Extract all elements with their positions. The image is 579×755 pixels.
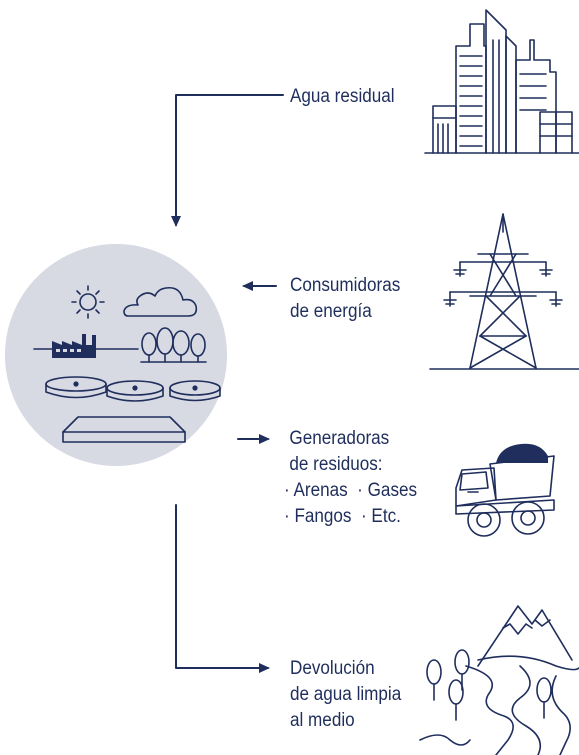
cloud-icon bbox=[123, 286, 198, 317]
settling-tank-icon bbox=[45, 376, 221, 402]
label-devolucion: Devolución de agua limpia al medio bbox=[290, 656, 401, 734]
consumidoras-line-2: de energía bbox=[290, 301, 372, 322]
label-generadoras: Generadoras de residuos: · Arenas · Gase… bbox=[284, 426, 417, 530]
devolucion-line-2: de agua limpia bbox=[290, 684, 402, 705]
plant-circle bbox=[5, 244, 227, 466]
label-agua-residual: Agua residual bbox=[290, 84, 395, 110]
treatment-basin-icon bbox=[62, 416, 186, 443]
dump-truck-icon bbox=[455, 443, 555, 537]
devolucion-line-1: Devolución bbox=[290, 658, 375, 679]
generadoras-line-3: · Arenas · Gases bbox=[284, 480, 418, 501]
arrow-clean-water-out bbox=[175, 504, 270, 673]
trees-icon bbox=[140, 327, 207, 363]
sun-icon bbox=[71, 285, 105, 319]
generadoras-line-2: de residuos: bbox=[289, 454, 383, 475]
arrow-wastewater-in bbox=[171, 94, 284, 227]
consumidoras-line-1: Consumidoras bbox=[290, 275, 401, 296]
factory-icon bbox=[33, 334, 139, 358]
generadoras-line-1: Generadoras bbox=[289, 428, 390, 449]
mountains-river-icon bbox=[419, 605, 579, 755]
power-tower-icon bbox=[429, 213, 579, 370]
agua-residual-text: Agua residual bbox=[290, 86, 395, 107]
devolucion-line-3: al medio bbox=[290, 710, 355, 731]
generadoras-line-4: · Fangos · Etc. bbox=[284, 506, 401, 527]
treatment-plant bbox=[5, 244, 227, 466]
label-consumidoras: Consumidoras de energía bbox=[290, 273, 400, 325]
buildings-icon bbox=[424, 9, 579, 154]
